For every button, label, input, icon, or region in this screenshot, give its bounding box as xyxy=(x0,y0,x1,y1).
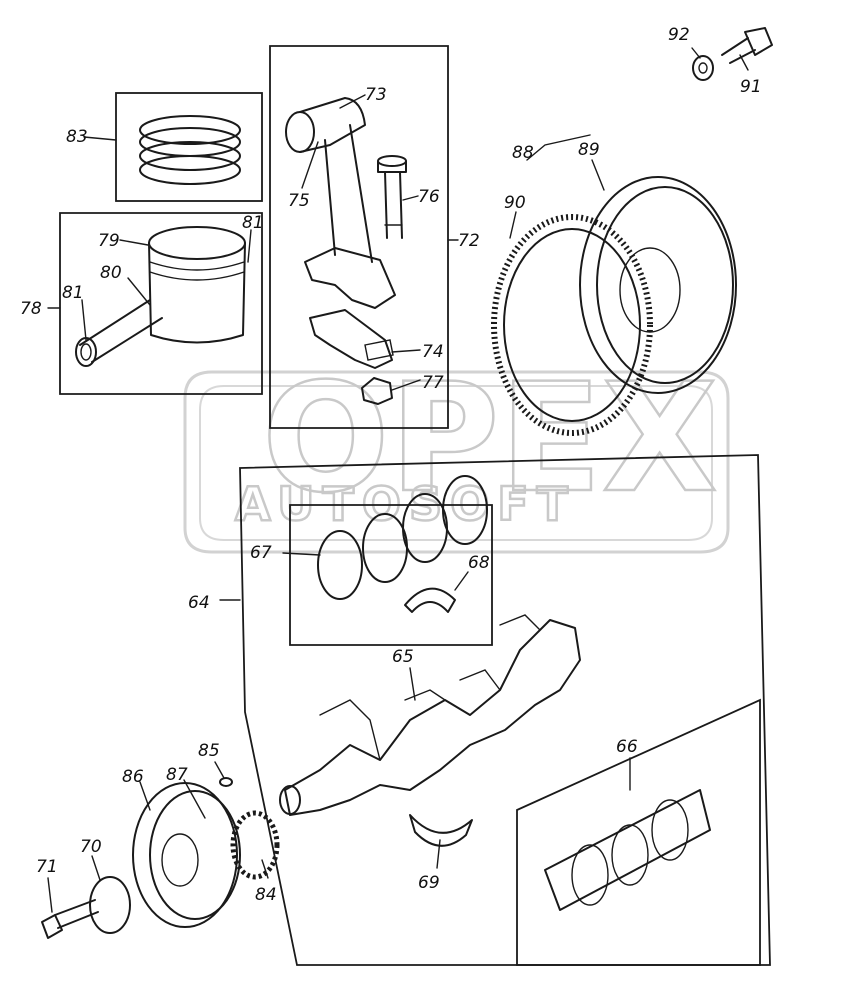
label-65: 65 xyxy=(392,647,414,667)
label-87: 87 xyxy=(166,765,188,785)
label-78: 78 xyxy=(20,299,42,319)
pulley-bolt xyxy=(41,876,131,939)
piston-rings-box xyxy=(115,92,263,202)
crank-pulley xyxy=(132,777,280,928)
connecting-rod xyxy=(285,97,396,405)
flywheel-bolt xyxy=(692,27,773,81)
watermark-sub: AUTOSOFT xyxy=(235,477,576,531)
label-64: 64 xyxy=(188,593,210,613)
label-70: 70 xyxy=(80,837,102,857)
part-labels: 83 79 81 80 81 78 73 75 76 72 74 77 88 8… xyxy=(20,25,762,905)
leader-lines xyxy=(47,47,749,913)
label-67: 67 xyxy=(250,543,272,563)
label-86: 86 xyxy=(122,767,144,787)
label-76: 76 xyxy=(418,187,440,207)
label-73: 73 xyxy=(365,85,387,105)
label-84: 84 xyxy=(255,885,277,905)
label-90: 90 xyxy=(504,193,526,213)
flywheel-assembly xyxy=(491,176,737,436)
watermark-brand: OPEX xyxy=(262,352,718,526)
label-88: 88 xyxy=(512,143,534,163)
label-75: 75 xyxy=(288,191,310,211)
upper-bearing-shells xyxy=(317,475,488,600)
label-72: 72 xyxy=(458,231,480,251)
thrust-washers xyxy=(404,587,473,847)
label-74: 74 xyxy=(422,342,444,362)
label-69: 69 xyxy=(418,873,440,893)
connecting-rod-box xyxy=(269,45,449,429)
label-71: 71 xyxy=(36,857,58,877)
label-79: 79 xyxy=(98,231,120,251)
label-66: 66 xyxy=(616,737,638,757)
main-bearing-box xyxy=(516,698,761,966)
label-85: 85 xyxy=(198,741,220,761)
watermark: OPEX AUTOSOFT xyxy=(183,351,730,554)
label-81-top: 81 xyxy=(242,213,264,233)
rod-bolt xyxy=(377,155,407,239)
label-80: 80 xyxy=(100,263,122,283)
crankshaft xyxy=(279,614,581,816)
main-bearing-shells xyxy=(544,789,711,911)
label-77: 77 xyxy=(422,373,444,393)
piston-rings xyxy=(139,115,241,185)
label-83: 83 xyxy=(66,127,88,147)
label-92: 92 xyxy=(668,25,690,45)
label-89: 89 xyxy=(578,140,600,160)
piston-box xyxy=(59,212,263,395)
label-91: 91 xyxy=(740,77,762,97)
label-68: 68 xyxy=(468,553,490,573)
label-81: 81 xyxy=(62,283,84,303)
crankshaft-box xyxy=(239,454,771,966)
upper-bearing-box xyxy=(289,504,493,646)
